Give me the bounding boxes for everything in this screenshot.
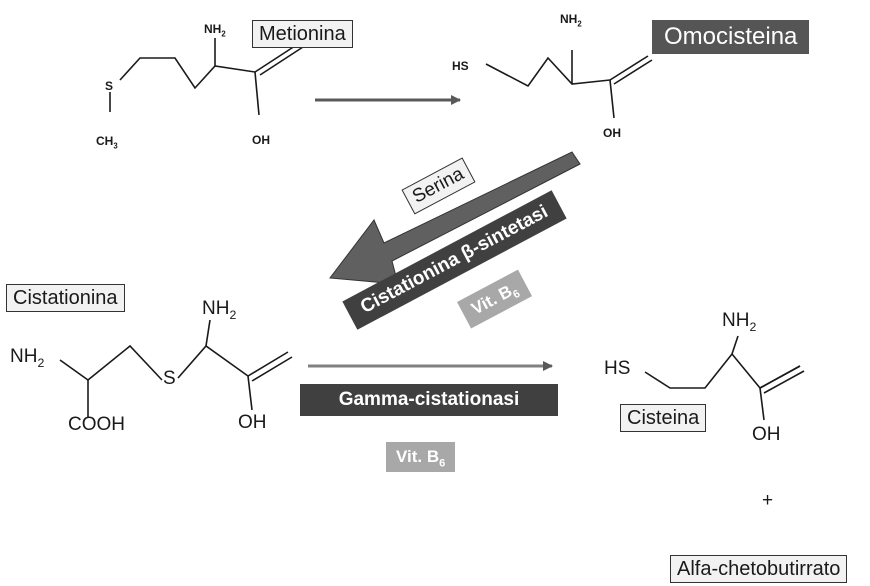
metionina-structure [109,38,304,116]
cisteina-nh2: NH2 [722,310,757,334]
metionina-ch3: CH3 [96,134,118,151]
cofactor-vit-b6-lower: Vit. B6 [386,442,456,472]
cisteina-structure [644,335,805,421]
cistationina-label: Cistationina [6,284,125,312]
enzyme-gamma-cistationasi: Gamma-cistationasi [300,384,558,416]
cistationina-oh: OH [238,412,267,433]
alfa-chetobutirrato-label: Alfa-chetobutirrato [670,555,848,583]
omocisteina-hs: HS [452,59,469,73]
arrow-omocisteina-to-cistationina [329,151,581,285]
plus-sign: + [762,490,774,511]
omocisteina-label: Omocisteina [652,20,810,54]
cistationina-nh2-left: NH2 [10,346,45,370]
omocisteina-oh: OH [603,126,621,140]
metionina-oh: OH [252,133,270,147]
metionina-nh2: NH2 [204,22,226,39]
cisteina-label: Cisteina [620,404,707,432]
metionina-s: S [105,79,114,93]
cistationina-s: S [163,368,176,389]
cistationina-structure [59,319,293,418]
metionina-label: Metionina [252,20,353,48]
cisteina-oh: OH [752,424,781,445]
omocisteina-structure [485,50,653,119]
cistationina-nh2-top: NH2 [202,298,237,322]
cistationina-cooh: COOH [68,414,125,435]
omocisteina-nh2: NH2 [560,12,582,29]
cisteina-hs: HS [604,358,631,379]
